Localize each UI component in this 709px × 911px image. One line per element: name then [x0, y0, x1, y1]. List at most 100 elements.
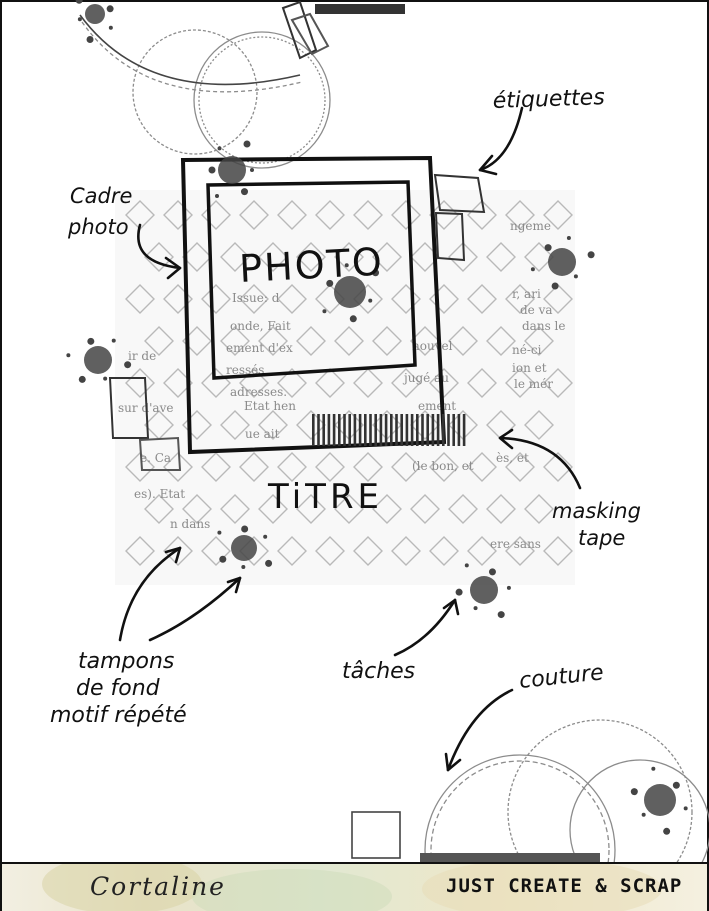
diamond-motif — [163, 452, 193, 482]
diamond-motif — [524, 410, 554, 440]
diamond-motif — [125, 452, 155, 482]
diamond-motif — [372, 242, 402, 272]
background-stamp: Issue: d onde, Fait ement d'ex ressés adress… — [115, 190, 575, 585]
splatter-dot — [108, 25, 113, 30]
diamond-motif — [258, 326, 288, 356]
diamond-motif — [277, 536, 307, 566]
splatter-dot — [219, 555, 227, 563]
tape-stripe — [327, 414, 331, 446]
stamp-text-line: r, ari — [512, 287, 541, 301]
diamond-motif — [182, 494, 212, 524]
splatter-dot — [551, 282, 559, 290]
diamond-motif — [448, 326, 478, 356]
splatter-dot — [566, 235, 571, 240]
diamond-motif — [410, 326, 440, 356]
diamond-motif — [543, 536, 573, 566]
splatter-dot — [111, 338, 116, 343]
tape-stripe — [395, 414, 398, 446]
stamp-text-line: e. Ca — [140, 451, 171, 465]
splatter-dot — [241, 525, 249, 533]
splatter-dot — [87, 337, 95, 345]
stamp-text-line: né-ci — [512, 343, 542, 357]
diamond-motif — [543, 452, 573, 482]
diamond-motif — [296, 494, 326, 524]
tape-stripe — [379, 414, 383, 446]
stamp-text-line: ir de — [128, 349, 156, 363]
tape-stripe — [431, 414, 435, 446]
annotations: étiquettes Cadre photo PHOTO TiTRE maski… — [50, 85, 641, 728]
tape-stripe — [405, 414, 409, 446]
splatter-dot — [75, 0, 83, 4]
label-tampons: tampons — [78, 649, 174, 674]
splatter-dot — [106, 5, 114, 13]
diamond-motif — [410, 410, 440, 440]
splatter-dot — [506, 585, 511, 590]
diamond-motif — [543, 368, 573, 398]
splatter-blob — [470, 576, 498, 604]
diamond-motif — [163, 536, 193, 566]
stamp-text-line: adresses. — [230, 385, 287, 399]
splatter-blob — [231, 535, 257, 561]
diamond-motif — [391, 452, 421, 482]
label-de-fond: de fond — [76, 676, 161, 701]
diamond-motif — [220, 242, 250, 272]
diamond-motif — [353, 200, 383, 230]
splatter-dot — [243, 140, 251, 148]
diamond-motif — [467, 536, 497, 566]
tape-stripe — [384, 414, 388, 446]
diamond-motif — [543, 200, 573, 230]
label-titre: TiTRE — [267, 477, 383, 517]
tape-stripe — [436, 414, 440, 446]
label-photo-word: photo — [67, 215, 129, 239]
diamond-motif — [372, 494, 402, 524]
stamp-text-line: ere sans — [490, 537, 541, 551]
stamp-text-line: (le bon, et — [412, 459, 474, 473]
stamp-text-line: Issue: d — [232, 291, 280, 305]
stamp-text-line: n dans — [170, 517, 210, 531]
diamond-motif — [429, 452, 459, 482]
diamond-motif — [201, 284, 231, 314]
stamp-text-line: onde, Fait — [230, 319, 291, 333]
diamond-motif — [296, 242, 326, 272]
diamond-motif — [505, 200, 535, 230]
diamond-motif — [239, 452, 269, 482]
splatter-blob — [334, 276, 366, 308]
tape-stripe — [353, 414, 357, 446]
splatter-dot — [530, 267, 535, 272]
diamond-motif — [543, 284, 573, 314]
label-couture: couture — [518, 660, 605, 694]
splatter-dot — [217, 530, 222, 535]
diamond-motif — [239, 200, 269, 230]
diamond-motif — [524, 494, 554, 524]
diamond-motif — [372, 326, 402, 356]
splatter-dot — [326, 279, 334, 287]
splatter-dot — [322, 309, 327, 314]
diamond-motif — [201, 452, 231, 482]
label-photo: PHOTO — [238, 239, 385, 291]
diamond-motif — [334, 326, 364, 356]
diamond-motif — [315, 200, 345, 230]
diamond-motif — [220, 494, 250, 524]
diamond-motif — [163, 200, 193, 230]
splatter-dot — [265, 559, 273, 567]
diamond-motif — [277, 284, 307, 314]
stamp-text-line: ressés — [226, 363, 264, 377]
diamond-motif — [334, 242, 364, 272]
diamond-motif — [467, 452, 497, 482]
splatter-dot — [86, 36, 94, 44]
diamond-motif — [486, 326, 516, 356]
splatter-dot — [497, 611, 505, 619]
masking-tape — [312, 414, 466, 446]
label-taches: tâches — [342, 659, 415, 684]
diamond-motif — [429, 368, 459, 398]
tape-stripe — [364, 414, 367, 446]
diamond-motif — [220, 410, 250, 440]
tape-stripe — [348, 414, 351, 446]
stamp-text-line: ement d'ex — [226, 341, 293, 355]
diamond-motif — [334, 494, 364, 524]
diamond-motif — [524, 326, 554, 356]
splatter-dot — [573, 274, 578, 279]
diamond-motif — [429, 284, 459, 314]
splatter-dot — [455, 588, 463, 596]
diamond-motif — [505, 536, 535, 566]
